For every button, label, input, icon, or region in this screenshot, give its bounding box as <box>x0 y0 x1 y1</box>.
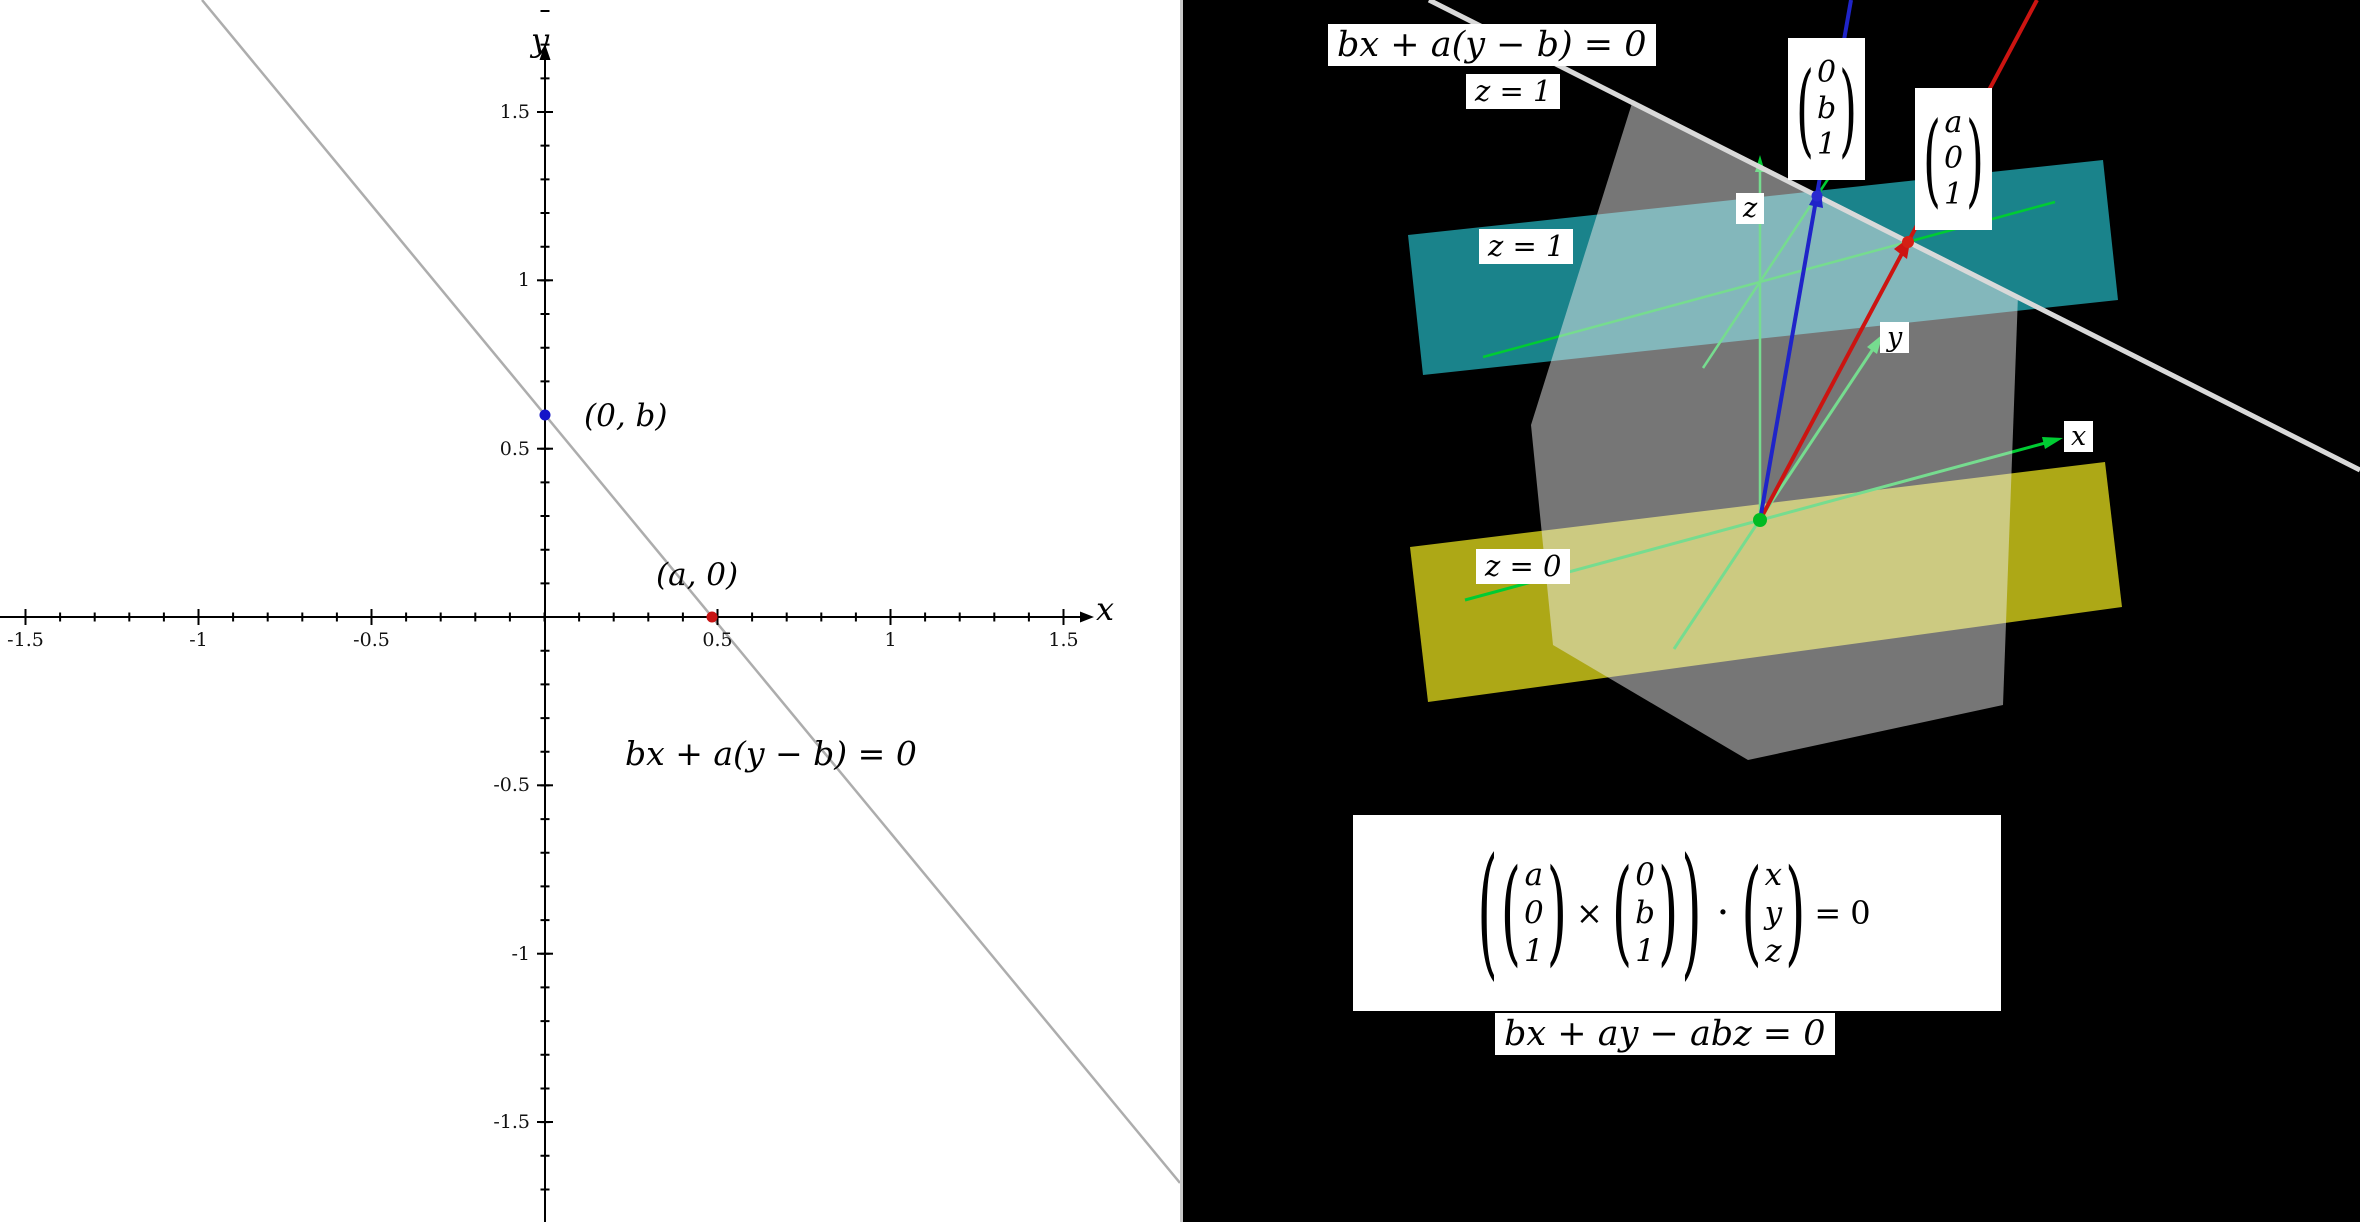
vector-column: x y z <box>1765 856 1783 970</box>
left-paren-icon: ( <box>1923 99 1941 219</box>
right-paren-icon: ) <box>1839 49 1858 169</box>
vector-row: a <box>1524 857 1544 893</box>
rhs-zero: 0 <box>1850 894 1871 932</box>
right-paren-icon: ) <box>1658 847 1679 979</box>
vector-row: 0 <box>1817 55 1837 90</box>
vector-row: a <box>1944 105 1963 140</box>
point-a0[interactable] <box>706 611 718 623</box>
plot-2d-canvas[interactable] <box>0 0 1180 1222</box>
plane-z1-label: z = 1 <box>1479 229 1574 265</box>
y-tick-label: 1.5 <box>499 101 530 123</box>
vector-row: 1 <box>1635 933 1655 969</box>
point-a0-label: (a, 0) <box>656 557 739 593</box>
axis-x-label: x <box>2064 421 2094 452</box>
y-tick-label: 1 <box>517 269 530 291</box>
x-tick-label: 1.5 <box>1048 629 1079 651</box>
vector-row: b <box>1635 895 1655 931</box>
vector-row: 0 <box>1524 895 1544 931</box>
y-tick-label: -1.5 <box>493 1111 530 1133</box>
vector-row: b <box>1816 91 1837 126</box>
plot-2d-panel[interactable]: y x (0, b) (a, 0) bx + a(y − b) = 0 -1.5… <box>0 0 1180 1222</box>
vector-row: 1 <box>1524 933 1544 969</box>
right-paren-icon: ) <box>1966 99 1984 219</box>
left-paren-icon: ( <box>1611 847 1633 979</box>
vector-column: a 0 1 <box>1524 856 1544 970</box>
right-paren-icon: ) <box>1546 847 1568 979</box>
times-operator: × <box>1576 894 1603 932</box>
axis-y-label: y <box>1880 322 1910 353</box>
equals-sign: = <box>1814 894 1842 932</box>
vector-row: 1 <box>1943 177 1964 212</box>
point-0b1-3d[interactable] <box>1811 190 1823 202</box>
y-axis-arrow-icon <box>539 44 551 60</box>
outer-right-paren-icon: ) <box>1681 830 1702 996</box>
axis-x-arrow-icon <box>2042 437 2063 449</box>
x-tick-label: -1 <box>189 629 208 651</box>
vector-row: 1 <box>1817 127 1837 162</box>
line-plane-label: z = 1 <box>1466 74 1561 110</box>
x-tick-label: 1 <box>884 629 897 651</box>
x-axis-label: x <box>1096 590 1115 628</box>
vector-row: y <box>1764 895 1783 931</box>
vector-row: 0 <box>1635 857 1655 893</box>
vector-column: a 0 1 <box>1944 105 1963 213</box>
dot-operator: · <box>1716 890 1730 936</box>
vector-row: x <box>1764 857 1783 893</box>
vector-a-line <box>1758 0 2039 521</box>
plane-z0-label: z = 0 <box>1476 549 1571 585</box>
axis-z-label: z <box>1736 193 1765 224</box>
left-paren-icon: ( <box>1796 49 1814 169</box>
plot-3d-canvas[interactable] <box>1183 0 2360 1222</box>
point-0b[interactable] <box>539 409 551 421</box>
vector-column: 0 b 1 <box>1635 856 1655 970</box>
x-tick-label: 0.5 <box>702 629 733 651</box>
vector-row: 0 <box>1943 141 1964 176</box>
y-tick-label: -0.5 <box>493 774 530 796</box>
line-3d <box>1427 0 2360 473</box>
x-tick-label: -1.5 <box>7 629 44 651</box>
x-axis-arrow-icon <box>1080 611 1094 623</box>
left-paren-icon: ( <box>1500 847 1521 979</box>
outer-left-paren-icon: ( <box>1477 830 1498 996</box>
line-equation-3d-label: bx + a(y − b) = 0 <box>1328 24 1656 67</box>
point-a01-3d[interactable] <box>1902 236 1914 248</box>
left-paren-icon: ( <box>1741 847 1762 979</box>
x-tick-label: -0.5 <box>353 629 390 651</box>
vector-0b1-label: ( 0 b 1 ) <box>1788 38 1866 180</box>
y-tick-label: 0.5 <box>499 438 530 460</box>
vector-row: z <box>1765 933 1782 969</box>
plot-3d-panel[interactable]: bx + a(y − b) = 0 z = 1 ( 0 b 1 ) ( a 0 … <box>1183 0 2360 1222</box>
cross-product-formula: ( ( a 0 1 ) × ( 0 b 1 ) ) · ( x y z <box>1353 815 2001 1011</box>
y-axis-label: y <box>531 21 550 59</box>
y-tick-label: -1 <box>511 943 530 965</box>
line-equation-label: bx + a(y − b) = 0 <box>625 734 917 773</box>
point-0b-label: (0, b) <box>584 398 668 434</box>
vector-column: 0 b 1 <box>1817 55 1836 163</box>
right-paren-icon: ) <box>1785 847 1806 979</box>
vector-a01-label: ( a 0 1 ) <box>1915 88 1992 230</box>
line-graph <box>201 0 1180 1184</box>
plane-equation-label: bx + ay − abz = 0 <box>1495 1013 1835 1056</box>
origin-point[interactable] <box>1753 513 1767 527</box>
